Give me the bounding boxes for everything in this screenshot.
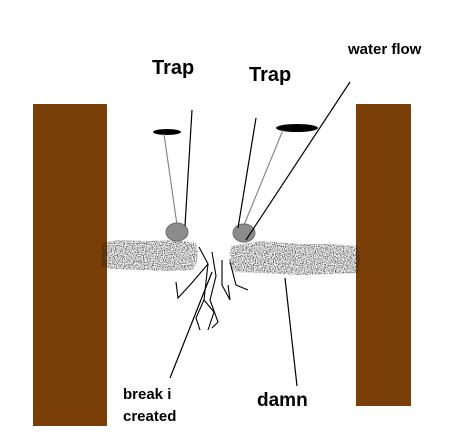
trap-left-leader bbox=[184, 109, 193, 227]
trap-stone-right bbox=[232, 223, 256, 243]
trap-string-right bbox=[243, 129, 284, 226]
trap-right-label: Trap bbox=[249, 64, 291, 86]
damn-leader bbox=[284, 277, 298, 387]
break-leader bbox=[169, 271, 213, 379]
trap-stone-left bbox=[165, 222, 189, 242]
trap-right-leader bbox=[237, 117, 257, 229]
water-flow-label: water flow bbox=[347, 41, 422, 58]
trap-string-left bbox=[163, 133, 178, 226]
break-label-line1: break i bbox=[123, 386, 171, 403]
dam-right-section bbox=[229, 241, 360, 275]
right-post bbox=[356, 104, 411, 406]
trap-float-right bbox=[276, 124, 318, 132]
trap-float-left bbox=[153, 129, 181, 135]
trap-left-label: Trap bbox=[152, 57, 194, 79]
water-flow-leader bbox=[245, 81, 351, 241]
dam-left-section bbox=[102, 240, 198, 271]
damn-label: damn bbox=[257, 390, 308, 411]
break-label-line2: created bbox=[123, 408, 176, 425]
left-post bbox=[33, 104, 107, 426]
break-cracks bbox=[175, 246, 249, 331]
